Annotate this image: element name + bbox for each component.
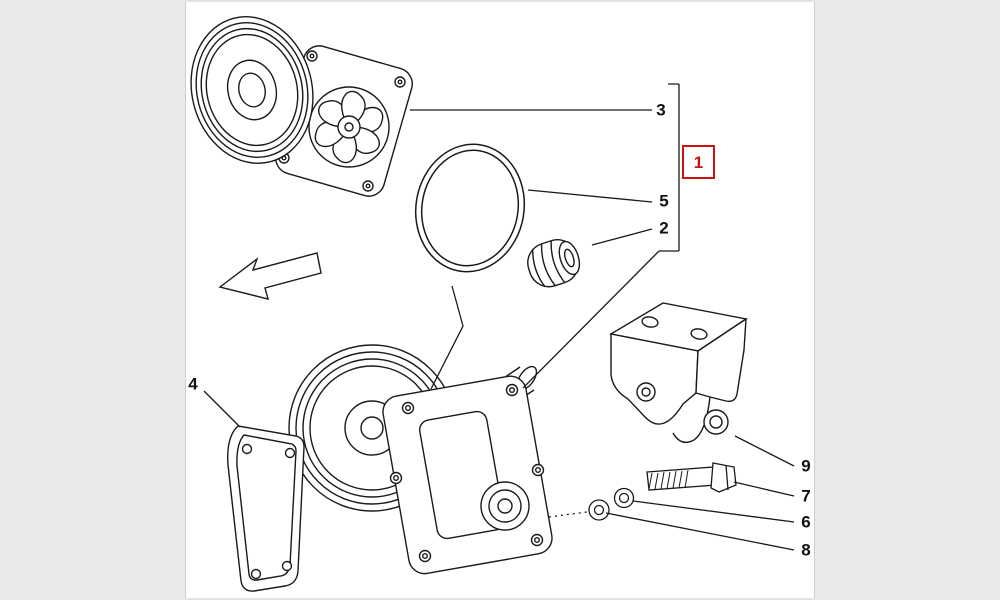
callout-4[interactable]: 4 — [188, 374, 198, 394]
callout-6[interactable]: 6 — [801, 512, 811, 532]
group-leader-1 — [522, 250, 660, 389]
direction-arrow — [218, 252, 322, 300]
plug-drawing — [527, 239, 581, 288]
o-ring-drawing — [414, 143, 526, 273]
washers-drawing — [548, 487, 635, 521]
leader-2 — [591, 228, 653, 246]
water-pump-body-drawing — [288, 344, 553, 575]
bracket-drawing — [609, 302, 748, 443]
content-top-edge — [185, 0, 815, 2]
right-gutter — [814, 0, 1000, 600]
callout-7[interactable]: 7 — [801, 486, 811, 506]
leader-4 — [203, 390, 241, 428]
leader-5 — [527, 189, 653, 203]
water-pump-assembly-drawing — [190, 16, 413, 197]
left-gutter — [0, 0, 186, 600]
leader-8 — [605, 512, 795, 551]
leader-9 — [734, 435, 795, 467]
callout-8[interactable]: 8 — [801, 540, 811, 560]
group-bracket-1 — [659, 83, 680, 252]
callout-1-highlight-box[interactable]: 1 — [682, 145, 715, 179]
leader-7 — [733, 481, 795, 497]
leader-oring-to-pump — [430, 285, 464, 390]
callout-5[interactable]: 5 — [659, 191, 669, 211]
callout-1[interactable]: 1 — [693, 152, 704, 172]
content-bottom-edge — [185, 598, 815, 600]
leader-6 — [632, 500, 795, 523]
callout-9[interactable]: 9 — [801, 456, 811, 476]
callout-3[interactable]: 3 — [656, 100, 666, 120]
bolt-drawing — [646, 462, 737, 493]
leader-lines — [203, 83, 795, 551]
callout-2[interactable]: 2 — [659, 218, 669, 238]
gasket-drawing — [227, 425, 305, 592]
